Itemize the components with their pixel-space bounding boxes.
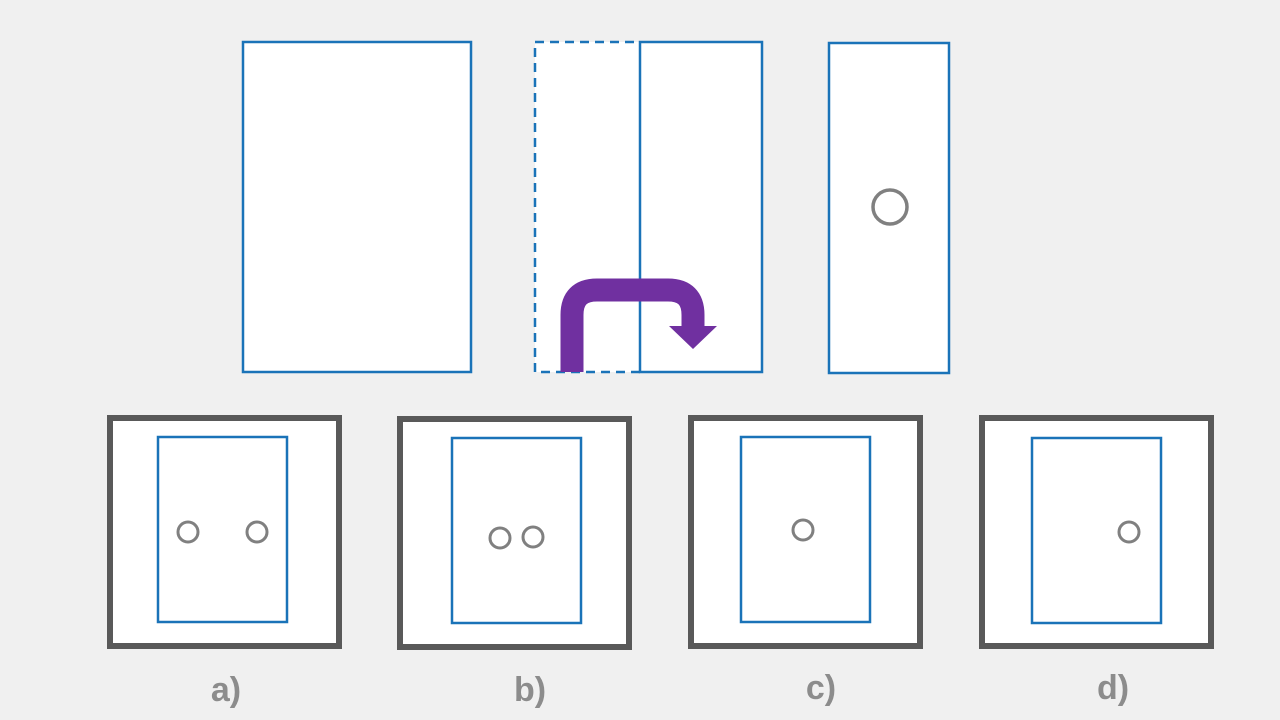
option-hole <box>521 525 545 549</box>
option-d[interactable] <box>979 415 1214 649</box>
option-label-d: d) <box>1097 669 1129 707</box>
option-hole <box>245 520 269 544</box>
option-c[interactable] <box>688 415 923 649</box>
option-hole <box>1117 520 1141 544</box>
option-label-a: a) <box>211 671 241 709</box>
fold-arrow-icon <box>560 278 717 372</box>
option-hole <box>791 518 815 542</box>
fold-dashed-outline <box>533 40 640 374</box>
punch-hole <box>871 188 909 226</box>
option-label-b: b) <box>514 671 546 709</box>
punched-paper <box>827 41 951 375</box>
option-hole <box>488 526 512 550</box>
option-paper <box>450 436 583 625</box>
option-label-c: c) <box>806 669 836 707</box>
option-paper <box>739 435 872 624</box>
folded-paper <box>533 40 764 374</box>
option-hole <box>176 520 200 544</box>
option-a[interactable] <box>107 415 342 649</box>
option-b[interactable] <box>397 416 632 650</box>
unfolded-paper <box>241 40 473 374</box>
option-paper <box>1030 436 1163 625</box>
punched-paper-panel <box>827 41 951 375</box>
